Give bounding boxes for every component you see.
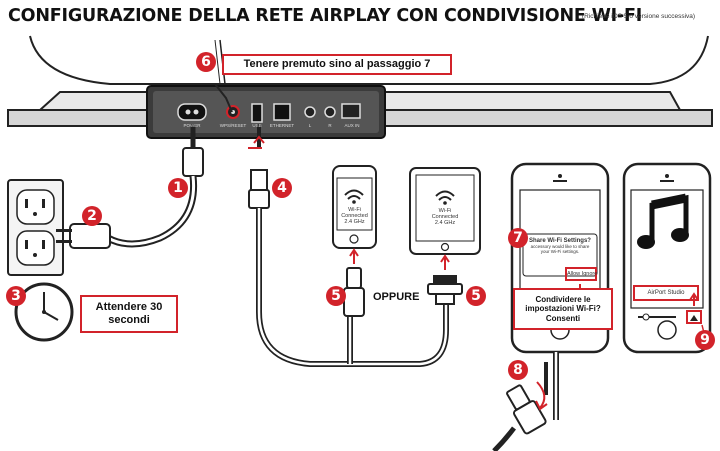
power-plug-icon [56, 223, 111, 249]
share-callout: Condividere le impostazioni Wi-Fi? Conse… [513, 288, 613, 330]
ipad-wifi-line3: 2.4 GHz [434, 220, 456, 227]
wait-callout: Attendere 30 secondi [80, 295, 178, 333]
speaker-unit [7, 35, 713, 139]
port-label-ethernet: ETHERNET [269, 123, 295, 128]
share-dialog-line3: your Wi-Fi settings. [540, 248, 580, 254]
share-callout-line2: impostazioni Wi-Fi? [525, 304, 601, 314]
hold-callout-text: Tenere premuto sino al passaggio 7 [243, 57, 431, 70]
port-panel [177, 83, 361, 123]
port-label-power: POWER [183, 123, 201, 128]
iphone-wifi-label: Wi-Fi Connected 2.4 GHz [337, 207, 372, 225]
lightning-cable-icon [492, 381, 548, 451]
iphone-wifi-line3: 2.4 GHz [344, 219, 365, 226]
usb-cable-icon [248, 124, 449, 367]
share-callout-line1: Condividere le [535, 294, 591, 304]
share-dialog-text: Share Wi-Fi Settings? accessory would li… [524, 238, 596, 254]
iphone-wifi-line2: Connected [341, 213, 368, 220]
or-label: OPPURE [373, 291, 420, 303]
page-title: CONFIGURAZIONE DELLA RETE AIRPLAY CON CO… [8, 6, 643, 26]
step-badge-9: 9 [695, 330, 715, 350]
power-cable [106, 124, 204, 248]
allow-button: Allow Ignore [567, 271, 598, 277]
port-label-usb: USB [252, 123, 262, 128]
iphone-wifi-line1: Wi-Fi [348, 207, 361, 213]
step-badge-8: 8 [508, 360, 528, 380]
step-badge-4: 4 [272, 178, 292, 198]
port-label-l: L [308, 123, 312, 128]
ipad-wifi-label: Wi-Fi Connected 2.4 GHz [420, 208, 470, 226]
wait-callout-line2: secondi [108, 314, 150, 326]
step-badge-2: 2 [82, 206, 102, 226]
step-badge-7: 7 [508, 228, 528, 248]
ipad-device [409, 167, 481, 255]
wait-callout-line1: Attendere 30 [95, 300, 163, 313]
ipad-wifi-line2: Connected [431, 214, 459, 221]
port-label-wps: WPS/RESET [219, 123, 247, 128]
step-badge-6: 6 [196, 52, 216, 72]
page-subtitle: (Richiede iOS 5 o versione successiva) [582, 13, 696, 20]
share-callout-line3: Consenti [545, 313, 581, 323]
wifi-icon [344, 189, 364, 204]
step-badge-5b: 5 [466, 286, 486, 306]
share-dialog-line2: accessory would like to share [530, 243, 590, 249]
airplay-icon [686, 292, 702, 324]
port-label-aux: AUX IN [344, 123, 360, 128]
ipad-wifi-line1: Wi-Fi [438, 208, 452, 214]
clock-icon [14, 282, 74, 342]
step-badge-3: 3 [6, 286, 26, 306]
wifi-icon [435, 190, 455, 205]
step-badge-5a: 5 [326, 286, 346, 306]
step-badge-1: 1 [168, 178, 188, 198]
lightning-cable-icon [343, 267, 365, 317]
wall-outlet-icon [7, 179, 64, 276]
airplay-bar-label: AirPort Studio [647, 290, 685, 296]
share-dialog-line1: Share Wi-Fi Settings? [529, 238, 591, 244]
dock-connector-icon [427, 275, 463, 305]
port-label-r: R [328, 123, 332, 128]
hold-callout: Tenere premuto sino al passaggio 7 [222, 54, 452, 75]
music-note-icon [637, 193, 689, 249]
iphone-device [332, 165, 377, 249]
